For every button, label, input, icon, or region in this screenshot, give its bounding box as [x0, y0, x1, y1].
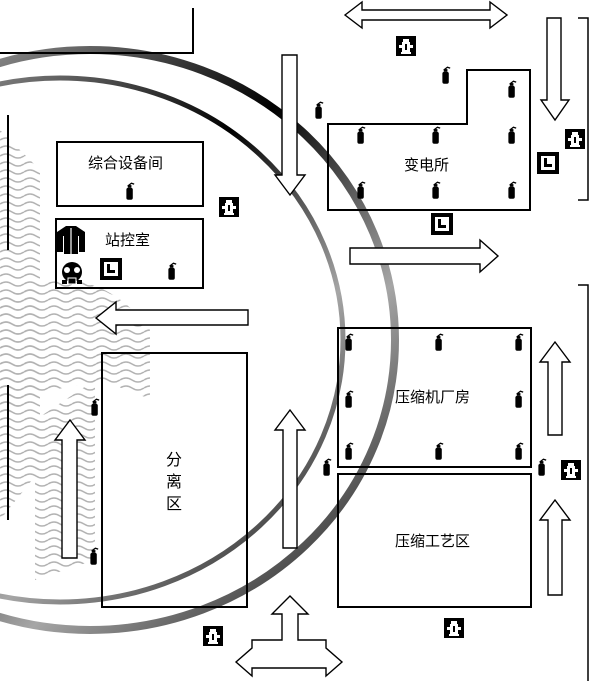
- compressor-process-label: 压缩工艺区: [395, 532, 471, 550]
- fire-extinguisher-icon: [431, 181, 441, 200]
- arrow-top-double: [343, 0, 509, 30]
- fire-extinguisher-icon: [356, 181, 366, 200]
- separation-zone-label-3: 区: [165, 494, 182, 513]
- substation-outline: [327, 69, 531, 211]
- equipment-room-label: 综合设备间: [88, 154, 164, 172]
- fire-extinguisher-icon: [322, 458, 332, 477]
- fire-hydrant-icon: [203, 626, 223, 646]
- manual-alarm-icon: [537, 152, 559, 174]
- substation-label: 变电所: [404, 156, 450, 174]
- fire-hydrant-icon: [396, 36, 416, 56]
- separation-zone-label-2: 离: [165, 472, 182, 491]
- manual-alarm-icon: [431, 213, 453, 235]
- fire-extinguisher-icon: [507, 80, 517, 99]
- fire-hydrant-icon: [444, 618, 464, 638]
- protective-suit-icon: [57, 226, 85, 254]
- fire-extinguisher-icon: [314, 101, 324, 120]
- boundary-right-1: [578, 17, 589, 201]
- fire-extinguisher-icon: [507, 126, 517, 145]
- compressor-building-label: 压缩机厂房: [395, 388, 471, 406]
- fire-hydrant-icon: [219, 197, 239, 217]
- equipment-room: [56, 141, 204, 207]
- fire-hydrant-icon: [561, 460, 581, 480]
- wall-segment: [0, 8, 194, 54]
- compressor-building: [337, 327, 532, 468]
- arrow-bottom-tee: [234, 595, 344, 678]
- arrow-left: [94, 300, 249, 336]
- boundary-right-2: [578, 284, 589, 681]
- arrow-up-1: [53, 418, 87, 559]
- separation-zone: [101, 352, 248, 608]
- fire-extinguisher-icon: [537, 458, 547, 477]
- arrow-up-4: [538, 498, 572, 596]
- separation-zone-label-1: 分: [165, 450, 182, 469]
- arrow-down-1: [273, 54, 307, 197]
- arrow-down-2: [539, 17, 571, 122]
- gas-mask-icon: [62, 262, 82, 285]
- compressor-process-area: [337, 473, 532, 608]
- fire-extinguisher-icon: [356, 126, 366, 145]
- arrow-up-3: [538, 340, 572, 436]
- arrow-up-2: [273, 408, 307, 549]
- arrow-right: [349, 238, 500, 274]
- evacuation-arrows: [53, 0, 572, 678]
- fire-extinguisher-icon: [89, 547, 99, 566]
- control-room-label: 站控室: [105, 231, 151, 249]
- fire-extinguisher-icon: [431, 126, 441, 145]
- fire-extinguisher-icon: [507, 181, 517, 200]
- hazard-radius-rings: [0, 46, 399, 634]
- fire-extinguisher-icon: [441, 66, 451, 85]
- fire-hydrant-icon: [565, 129, 585, 149]
- control-room: [55, 218, 204, 289]
